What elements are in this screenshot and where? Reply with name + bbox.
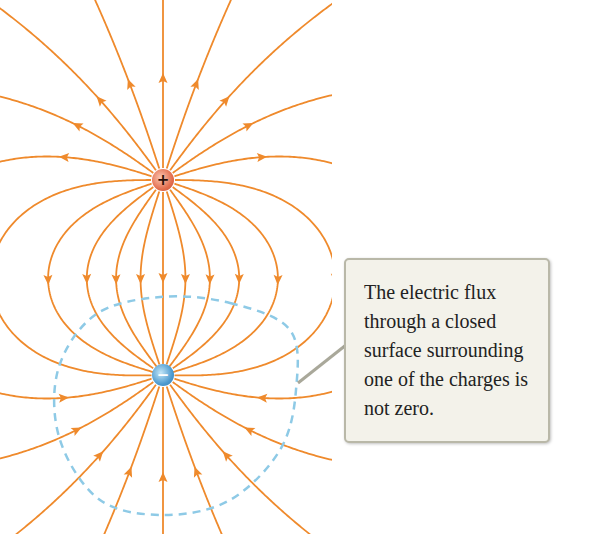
field-line — [0, 379, 152, 399]
arrowhead — [93, 93, 106, 106]
arrowhead — [159, 472, 168, 482]
arrowhead — [82, 274, 91, 284]
arrowhead — [205, 274, 214, 284]
field-line — [162, 387, 164, 534]
negative-charge: − — [152, 364, 174, 386]
leader-line — [298, 345, 346, 383]
charge-sign: − — [157, 368, 170, 383]
arrowhead — [219, 448, 232, 461]
field-line — [0, 90, 153, 172]
arrowhead — [124, 77, 136, 90]
arrowhead — [242, 119, 255, 132]
arrowhead — [159, 273, 168, 283]
field-line — [173, 382, 332, 465]
arrowhead — [273, 275, 282, 285]
arrowhead — [59, 152, 70, 162]
gaussian-surface — [54, 296, 298, 515]
callout-text: The electric flux through a closed surfa… — [364, 278, 530, 423]
arrowhead — [124, 465, 136, 478]
field-line — [162, 0, 164, 168]
arrowhead — [59, 393, 70, 403]
positive-charge: + — [152, 169, 174, 191]
field-line — [173, 187, 239, 368]
field-line — [81, 0, 159, 169]
field-line — [116, 190, 157, 367]
field-line — [174, 156, 332, 176]
field-lines — [0, 0, 332, 534]
field-line — [0, 385, 156, 534]
arrowhead — [242, 423, 255, 436]
callout-box: The electric flux through a closed surfa… — [344, 258, 550, 443]
field-line — [0, 382, 153, 464]
field-line — [48, 184, 153, 372]
field-line — [173, 184, 278, 372]
arrowhead — [181, 274, 190, 284]
field-line — [0, 180, 152, 375]
arrowhead — [71, 119, 84, 132]
arrowhead — [111, 274, 120, 284]
field-line — [87, 187, 153, 368]
field-line — [170, 0, 332, 170]
arrowhead — [71, 423, 84, 436]
field-line — [174, 180, 332, 375]
arrowhead — [159, 73, 168, 83]
field-line — [141, 191, 160, 364]
field-line — [167, 386, 236, 534]
field-line — [0, 156, 152, 176]
arrowhead — [219, 93, 232, 106]
field-line — [167, 0, 245, 169]
arrowhead — [43, 275, 52, 285]
arrowhead — [257, 152, 268, 162]
arrowhead — [190, 465, 202, 478]
charge-sign: + — [157, 173, 170, 188]
field-line — [167, 191, 186, 364]
field-line — [173, 90, 332, 173]
field-line — [174, 379, 332, 399]
arrowhead — [257, 393, 268, 403]
arrowhead — [190, 77, 202, 90]
arrowhead — [235, 274, 244, 284]
field-line — [0, 0, 156, 170]
arrowhead — [331, 274, 332, 284]
arrowhead — [93, 448, 106, 461]
arrowhead — [136, 274, 145, 284]
